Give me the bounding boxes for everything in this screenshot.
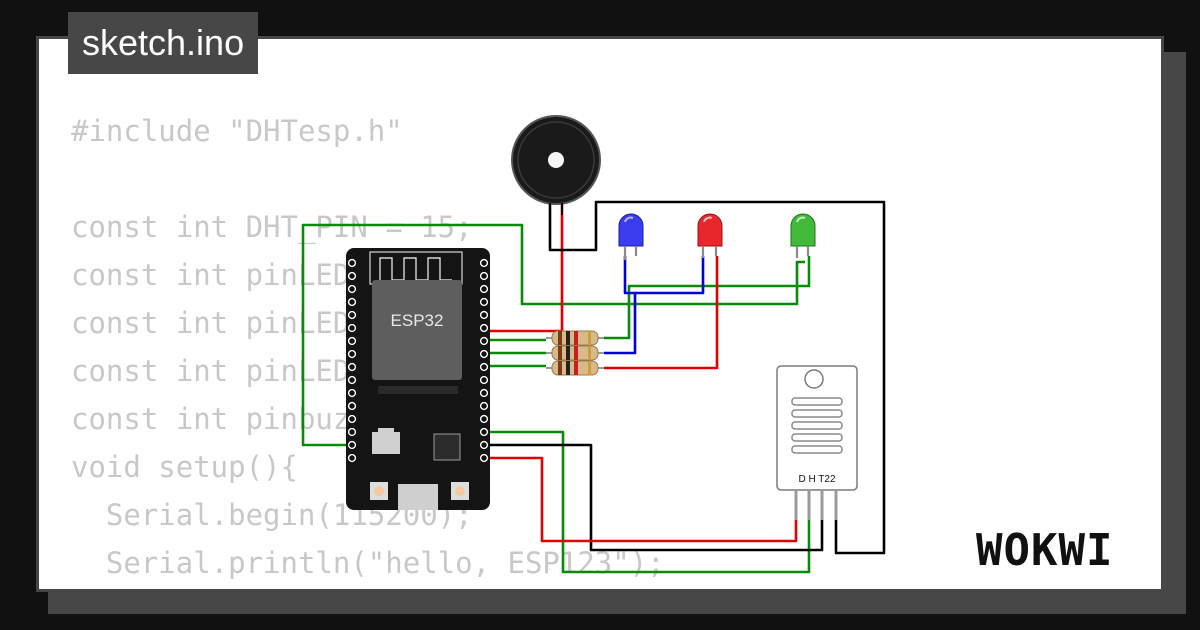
code-line: void setup(){: [71, 450, 298, 484]
wire-red-led-red[interactable]: [604, 256, 719, 370]
code-line: #include "DHTesp.h": [71, 114, 403, 148]
led-red[interactable]: [697, 213, 723, 258]
preview-card: #include "DHTesp.h" const int DHT_PIN = 1…: [36, 36, 1164, 592]
esp32-module: [372, 280, 462, 380]
code-line: Serial.println("hello, ESP123");: [71, 546, 665, 580]
wire-green-led-green[interactable]: [604, 256, 811, 340]
wokwi-logo: WOKWI: [976, 525, 1114, 576]
regulator: [372, 432, 400, 454]
wire-blue-led-blue-b[interactable]: [623, 256, 635, 295]
wires: [301, 200, 886, 574]
esp32-board[interactable]: ESP32: [346, 248, 490, 510]
esp32-shield-edge: [378, 386, 458, 394]
filename-tab[interactable]: sketch.ino: [68, 12, 259, 74]
resistor[interactable]: [546, 360, 604, 376]
wire-black-buzzer-gnd[interactable]: [548, 200, 886, 555]
wire-black-dht-gnd[interactable]: [484, 443, 824, 552]
esp32-right-pins: [479, 258, 489, 463]
esp32-label: ESP32: [391, 311, 444, 330]
wire-green-dht[interactable]: [484, 430, 811, 574]
resistor[interactable]: [546, 345, 604, 361]
led-green[interactable]: [790, 213, 816, 258]
wire-green-dht-data[interactable]: [301, 223, 805, 447]
antenna-trace: [379, 257, 452, 282]
code-line: const int DHT_PIN = 15;: [71, 210, 473, 244]
dht22-mount-hole: [804, 369, 824, 389]
buzzer[interactable]: [511, 115, 601, 215]
dht22-sensor[interactable]: D H T22: [776, 365, 858, 520]
dht22-label: D H T22: [798, 474, 835, 485]
usb-port[interactable]: [398, 484, 438, 510]
usb-chip: [433, 433, 461, 461]
buzzer-hole: [548, 152, 564, 168]
led-blue[interactable]: [618, 213, 644, 260]
wire-red-dht-vcc[interactable]: [484, 456, 798, 543]
dht22-grille: [791, 397, 843, 454]
code-preview: #include "DHTesp.h" const int DHT_PIN = 1…: [71, 107, 665, 587]
esp32-left-pins: [347, 258, 357, 463]
resistor[interactable]: [546, 330, 604, 346]
